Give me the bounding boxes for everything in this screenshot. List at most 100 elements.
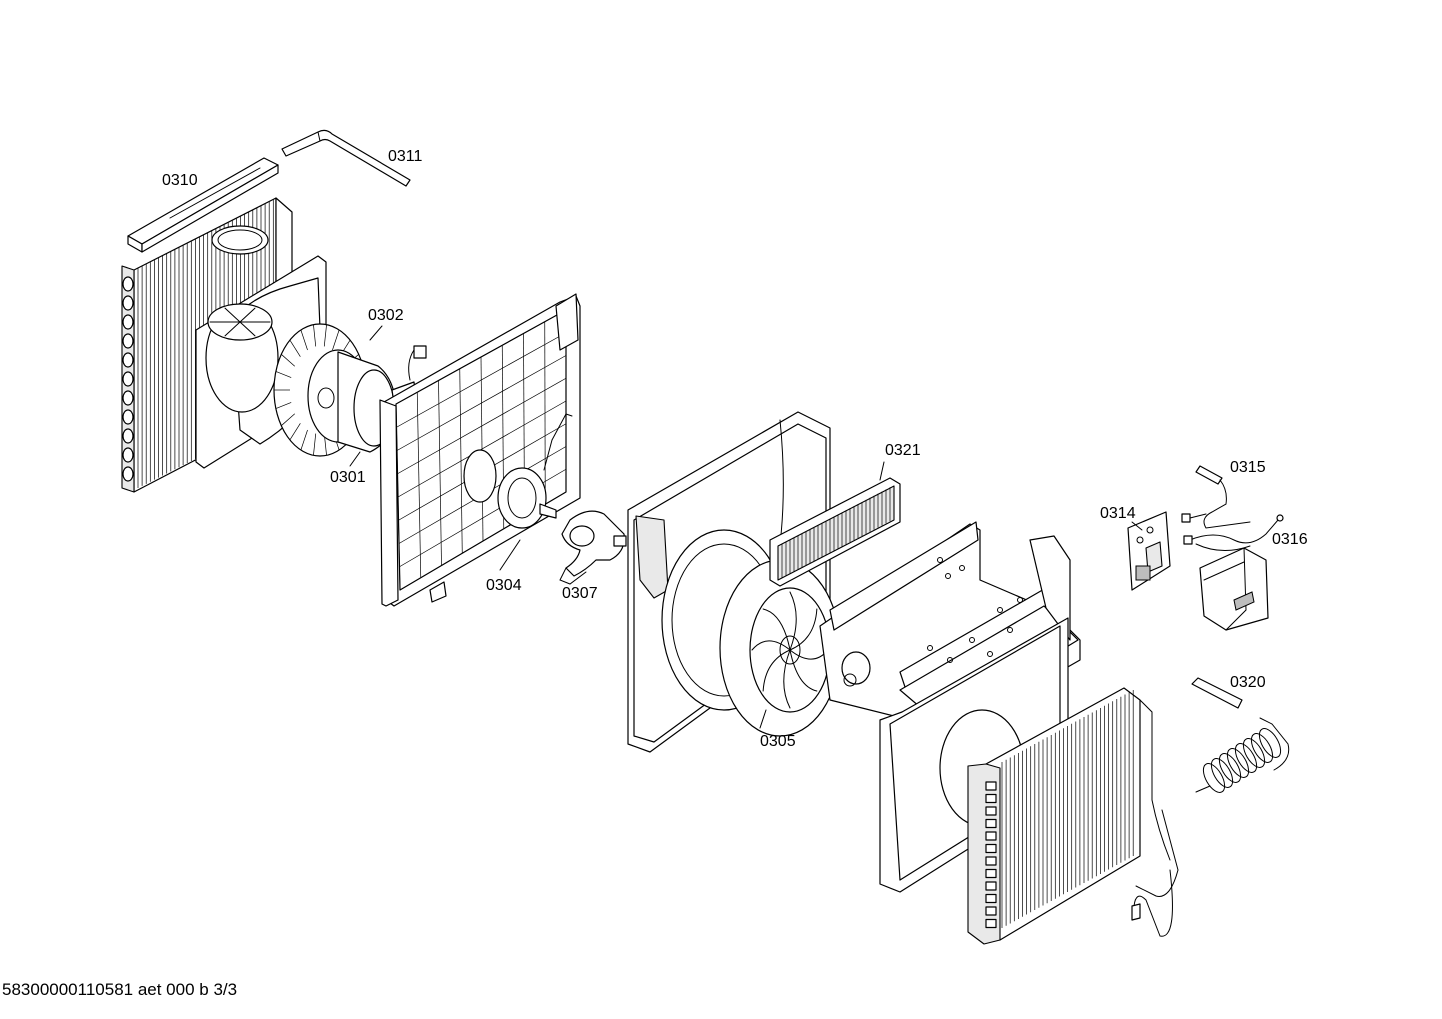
part-0314-control-board <box>1127 511 1171 591</box>
wheel-spoke <box>751 640 791 651</box>
coil-tube-end <box>985 806 997 816</box>
part-right-coil <box>967 687 1179 945</box>
blower-blade <box>300 429 308 451</box>
coil-tube-end <box>985 831 997 841</box>
wheel-spoke <box>789 608 818 651</box>
callout-0316: 0316 <box>1272 531 1308 548</box>
coil-tube-end <box>985 793 997 804</box>
part-0307-clip <box>559 510 627 585</box>
coil-tube-end <box>122 447 134 463</box>
callout-0307: 0307 <box>562 585 598 602</box>
wheel-spoke <box>762 649 791 692</box>
inlet-spoke <box>224 321 241 337</box>
leader-0302 <box>369 325 383 341</box>
blower-blade <box>300 329 308 351</box>
drawing-number: 58300000110581 aet 000 b 3/3 <box>2 980 238 999</box>
part-0315-thermostat <box>1181 465 1284 551</box>
coil-tube-end <box>122 371 134 387</box>
grille-bar <box>396 332 567 428</box>
coil-tube-end <box>122 428 134 444</box>
callout-0304: 0304 <box>486 577 522 594</box>
leader-0314 <box>1131 521 1143 531</box>
callout-0310: 0310 <box>162 172 198 189</box>
callout-0320: 0320 <box>1230 674 1266 691</box>
coil-tube-end <box>122 390 134 406</box>
wheel-spoke <box>783 649 791 709</box>
coil-tube-end <box>985 868 997 879</box>
callout-0321: 0321 <box>885 442 921 459</box>
blower-blade <box>289 339 301 357</box>
callout-0315: 0315 <box>1230 459 1266 476</box>
tray-hole <box>1007 627 1013 633</box>
blower-blade <box>289 423 301 441</box>
callout-0311: 0311 <box>388 148 423 165</box>
wheel-spoke <box>762 608 791 651</box>
coil-tube-end <box>985 843 997 854</box>
helix-turn <box>1250 733 1274 763</box>
tray-hole <box>969 637 975 643</box>
tray-hole <box>997 607 1003 613</box>
grille-bar <box>396 355 567 451</box>
grille-bar <box>397 377 567 475</box>
callout-0314: 0314 <box>1100 505 1136 522</box>
part-0321-heater <box>769 477 901 587</box>
grille-bar <box>397 400 567 498</box>
inlet-spoke <box>224 307 241 323</box>
coil-tube-end <box>122 314 134 330</box>
coil-tube-end <box>985 818 997 829</box>
helix-turn <box>1210 758 1234 788</box>
tray-hole <box>927 645 933 651</box>
wheel-spoke <box>789 591 797 651</box>
part-0320-capillary <box>1191 677 1290 793</box>
blower-blade <box>332 329 340 351</box>
leader-0321 <box>879 461 885 481</box>
coil-tube-end <box>985 893 997 904</box>
tray-hole <box>959 565 965 571</box>
part-0304-grille-frame <box>379 293 581 607</box>
coil-tube-end <box>122 352 134 368</box>
inlet-spoke <box>239 307 256 323</box>
helix-turn <box>1226 748 1250 778</box>
blower-blade <box>323 324 327 347</box>
coil-tube-end <box>122 333 134 349</box>
blower-blade <box>313 433 317 456</box>
part-0305-shroud <box>627 411 841 753</box>
helix-turn <box>1242 738 1266 768</box>
blower-blade <box>281 354 295 367</box>
callout-0302: 0302 <box>368 307 404 324</box>
coil-tube-end <box>985 781 997 791</box>
blower-blade <box>313 324 317 347</box>
part-0310-top-bracket <box>127 157 279 253</box>
part-0316-housing <box>1199 547 1269 631</box>
helix-turn <box>1258 728 1282 758</box>
inlet-spoke <box>239 321 256 337</box>
callout-0305: 0305 <box>760 733 796 750</box>
callout-0301: 0301 <box>330 469 366 486</box>
coil-tube-end <box>985 856 997 866</box>
blower-blade <box>281 413 295 426</box>
helix-turn <box>1218 753 1242 783</box>
coil-tube-end <box>122 466 134 482</box>
leader-0305 <box>759 709 767 729</box>
leader-0304 <box>499 539 521 571</box>
coil-tube-end <box>122 409 134 425</box>
blower-blade <box>275 402 292 409</box>
coil-tube-end <box>122 295 134 311</box>
coil-tube-end <box>985 918 997 929</box>
tray-hole <box>947 657 953 663</box>
tray-hole <box>937 557 943 563</box>
leader-0301 <box>349 451 361 467</box>
helix-turn <box>1234 743 1258 773</box>
grille-bar <box>395 309 567 405</box>
wheel-spoke <box>789 649 818 692</box>
helix-turn <box>1202 763 1226 793</box>
tray-hole <box>945 573 951 579</box>
tray-hole <box>1017 597 1023 603</box>
coil-tube-end <box>122 276 134 292</box>
coil-tube-end <box>985 906 997 916</box>
tray-hole <box>987 651 993 657</box>
part-0311-tube <box>281 129 411 187</box>
blower-blade <box>275 371 292 378</box>
coil-tube-end <box>985 881 997 891</box>
